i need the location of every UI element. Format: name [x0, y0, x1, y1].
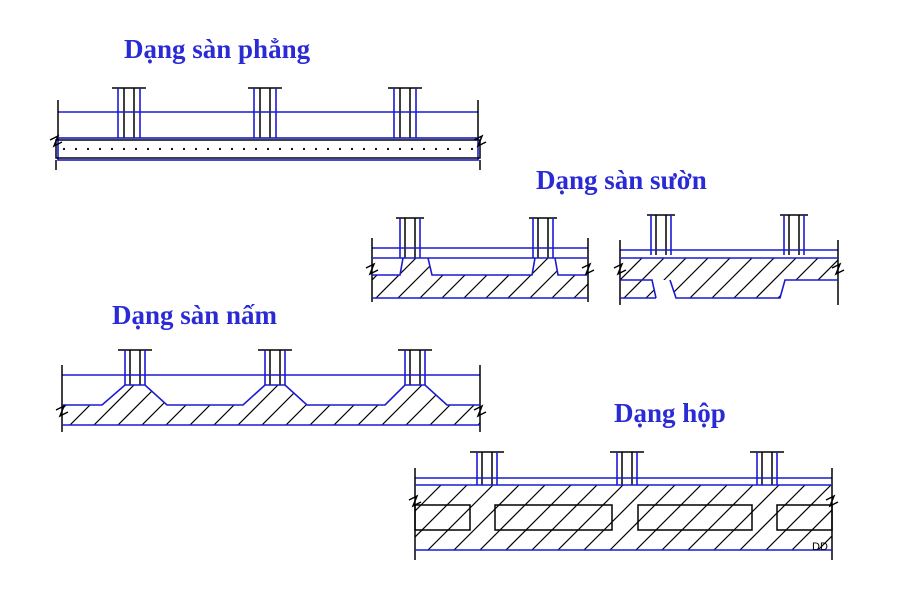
box-outline — [415, 484, 832, 551]
title-box-slab: Dạng hộp — [614, 398, 726, 428]
ribbed-slab-diagram-left — [365, 217, 595, 302]
ribbed-left-outline — [372, 257, 588, 299]
title-ribbed-slab: Dạng sàn sườn — [536, 165, 707, 195]
title-mushroom-slab: Dạng sàn nấm — [112, 300, 278, 330]
flat-slab-rebar-dots — [62, 147, 474, 151]
flat-slab-plate — [57, 137, 479, 161]
box-hatch — [415, 485, 832, 550]
ribbed-right-outline — [620, 257, 838, 299]
mushroom-slab-diagram — [55, 349, 487, 432]
box-slab-diagram: DD — [408, 451, 839, 560]
flat-slab-diagram — [49, 87, 487, 170]
flat-slab-columns — [112, 87, 422, 138]
watermark-text: DD — [812, 541, 828, 553]
mushroom-outline — [62, 384, 480, 426]
ribbed-right-hatch — [620, 258, 838, 298]
ribbed-left-hatch — [372, 258, 588, 298]
ribbed-slab-diagram-right — [613, 214, 845, 305]
title-flat-slab: Dạng sàn phẳng — [124, 34, 311, 64]
